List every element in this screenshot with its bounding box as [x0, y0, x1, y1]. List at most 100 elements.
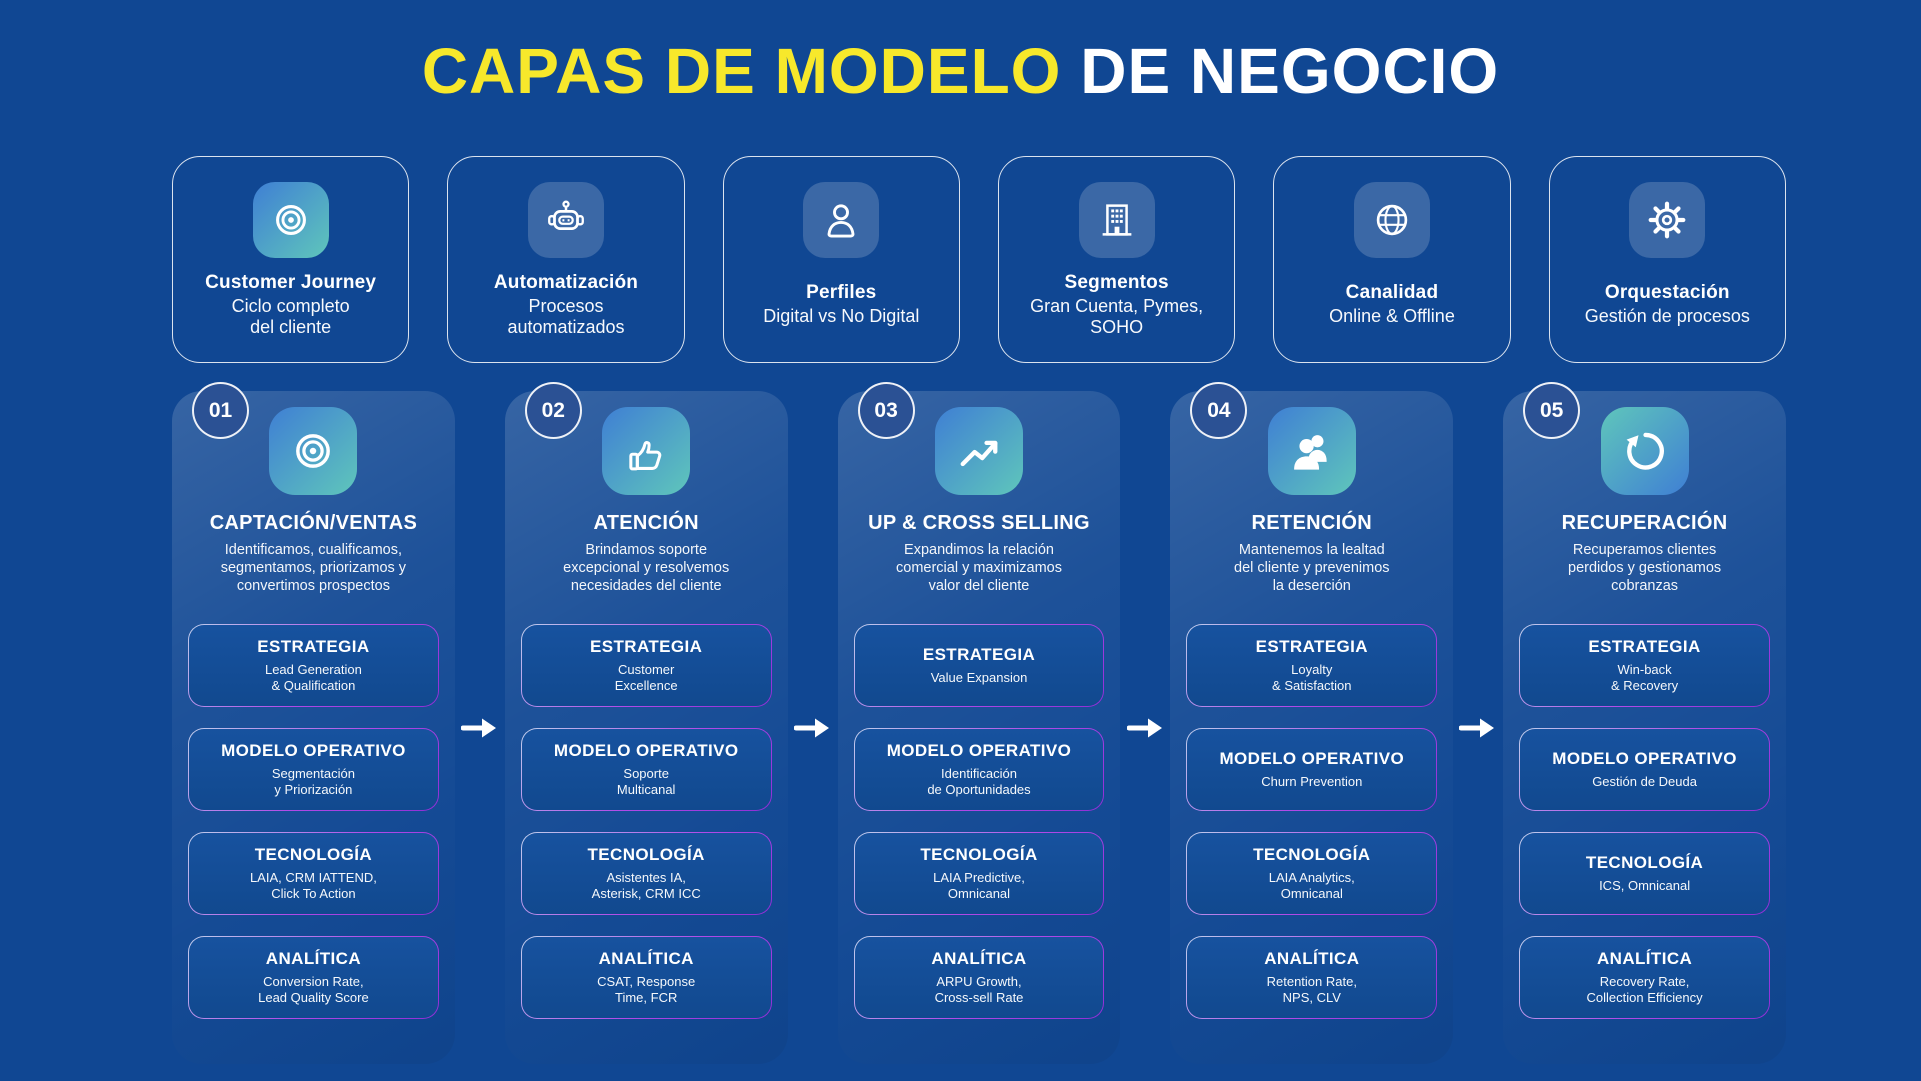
section-value: ARPU Growth, Cross-sell Rate	[934, 973, 1024, 1005]
section-value: Gestión de Deuda	[1592, 773, 1697, 789]
column-header: CAPTACIÓN/VENTAS Identificamos, cualific…	[188, 391, 439, 624]
column-title: CAPTACIÓN/VENTAS	[209, 512, 418, 534]
section-value: Soporte Multicanal	[616, 765, 676, 797]
column-captacion-ventas: 01 CAPTACIÓN/VENTAS Identificamos, cuali…	[172, 382, 455, 1064]
section-value: Value Expansion	[930, 669, 1028, 685]
column-title: RETENCIÓN	[1251, 512, 1373, 534]
section-label: TECNOLOGÍA	[1253, 844, 1371, 864]
card-text: Customer Journey Ciclo completo del clie…	[199, 258, 382, 362]
card-text: Canalidad Online & Offline	[1323, 258, 1461, 362]
section-label: ANALÍTICA	[265, 948, 361, 968]
top-card-segmentos: Segmentos Gran Cuenta, Pymes, SOHO	[997, 156, 1236, 363]
section-value: Win-back & Recovery	[1610, 661, 1679, 693]
card-title: Customer Journey	[205, 271, 377, 293]
top-cards-row: Customer Journey Ciclo completo del clie…	[172, 156, 1786, 363]
section-label: MODELO OPERATIVO	[886, 740, 1072, 760]
section-tecnologia: TECNOLOGÍA LAIA Analytics, Omnicanal	[1186, 832, 1437, 915]
column-title: ATENCIÓN	[593, 512, 699, 534]
section-modelo-operativo: MODELO OPERATIVO Churn Prevention	[1186, 728, 1437, 811]
section-label: MODELO OPERATIVO	[1219, 748, 1405, 768]
section-tecnologia: TECNOLOGÍA ICS, Omnicanal	[1519, 832, 1770, 915]
section-label: TECNOLOGÍA	[254, 844, 373, 864]
process-columns-row: 01 CAPTACIÓN/VENTAS Identificamos, cuali…	[172, 382, 1786, 1064]
page-title-rest: DE NEGOCIO	[1061, 35, 1500, 107]
section-label: ESTRATEGIA	[1255, 636, 1368, 656]
top-card-canalidad: Canalidad Online & Offline	[1273, 156, 1511, 363]
section-analitica: ANALÍTICA Recovery Rate, Collection Effi…	[1519, 936, 1770, 1019]
section-value: LAIA Predictive, Omnicanal	[933, 869, 1025, 901]
card-title: Automatización	[493, 271, 639, 293]
section-label: ANALÍTICA	[931, 948, 1027, 968]
section-label: ESTRATEGIA	[257, 636, 370, 656]
section-modelo-operativo: MODELO OPERATIVO Segmentación y Prioriza…	[188, 728, 439, 811]
section-estrategia: ESTRATEGIA Win-back & Recovery	[1519, 624, 1770, 707]
column-recuperacion: 05 RECUPERACIÓN Recuperamos clientes per…	[1503, 382, 1786, 1064]
column-title: RECUPERACIÓN	[1561, 512, 1728, 534]
section-tecnologia: TECNOLOGÍA Asistentes IA, Asterisk, CRM …	[521, 832, 772, 915]
card-text: Segmentos Gran Cuenta, Pymes, SOHO	[1024, 258, 1209, 362]
section-label: MODELO OPERATIVO	[553, 740, 739, 760]
target-icon	[252, 182, 329, 258]
section-label: MODELO OPERATIVO	[1552, 748, 1737, 768]
column-description: Identificamos, cualificamos, segmentamos…	[220, 542, 407, 594]
card-title: Segmentos	[1064, 271, 1169, 293]
column-sections: ESTRATEGIA Value Expansion MODELO OPERAT…	[854, 624, 1105, 1019]
section-modelo-operativo: MODELO OPERATIVO Soporte Multicanal	[521, 728, 772, 811]
section-analitica: ANALÍTICA Retention Rate, NPS, CLV	[1186, 936, 1437, 1019]
section-label: ANALÍTICA	[1264, 948, 1360, 968]
section-modelo-operativo: MODELO OPERATIVO Gestión de Deuda	[1519, 728, 1770, 811]
card-subtitle: Gestión de procesos	[1584, 306, 1750, 327]
card-text: Orquestación Gestión de procesos	[1579, 258, 1756, 362]
step-number-badge: 02	[524, 382, 582, 439]
step-number-badge: 01	[192, 382, 249, 439]
card-title: Canalidad	[1345, 282, 1439, 304]
section-label: ESTRATEGIA	[590, 636, 703, 656]
section-value: LAIA Analytics, Omnicanal	[1268, 869, 1355, 901]
step-number-badge: 03	[857, 382, 915, 439]
card-text: Automatización Procesos automatizados	[488, 258, 644, 362]
section-label: TECNOLOGÍA	[1585, 852, 1704, 872]
section-value: CSAT, Response Time, FCR	[597, 973, 696, 1005]
section-value: Asistentes IA, Asterisk, CRM ICC	[591, 869, 701, 901]
gear-icon	[1629, 182, 1706, 258]
section-value: Churn Prevention	[1261, 773, 1363, 789]
step-number-badge: 05	[1523, 382, 1581, 439]
section-analitica: ANALÍTICA Conversion Rate, Lead Quality …	[188, 936, 439, 1019]
top-card-perfiles: Perfiles Digital vs No Digital	[722, 156, 960, 363]
section-estrategia: ESTRATEGIA Customer Excellence	[521, 624, 772, 707]
column-sections: ESTRATEGIA Loyalty & Satisfaction MODELO…	[1186, 624, 1437, 1019]
section-value: Segmentación y Priorización	[271, 765, 355, 797]
section-modelo-operativo: MODELO OPERATIVO Identificación de Oport…	[854, 728, 1105, 811]
flow-arrow-icon	[1459, 715, 1495, 741]
section-value: Customer Excellence	[614, 661, 678, 693]
section-value: ICS, Omnicanal	[1599, 877, 1691, 893]
column-title: UP & CROSS SELLING	[868, 512, 1090, 534]
section-value: Recovery Rate, Collection Efficiency	[1586, 973, 1703, 1005]
flow-arrow-icon	[794, 715, 830, 741]
card-subtitle: Online & Offline	[1329, 306, 1455, 327]
robot-icon	[527, 182, 604, 258]
card-subtitle: Digital vs No Digital	[763, 306, 920, 327]
column-header: RETENCIÓN Mantenemos la lealtad del clie…	[1186, 391, 1437, 624]
target-icon	[269, 407, 358, 495]
globe-icon	[1353, 182, 1430, 258]
card-subtitle: Ciclo completo del cliente	[231, 295, 350, 337]
column-atencion: 02 ATENCIÓN Brindamos soporte excepciona…	[504, 382, 788, 1064]
building-icon	[1078, 182, 1155, 258]
section-estrategia: ESTRATEGIA Lead Generation & Qualificati…	[188, 624, 439, 707]
column-header: UP & CROSS SELLING Expandimos la relació…	[854, 391, 1105, 624]
section-analitica: ANALÍTICA CSAT, Response Time, FCR	[521, 936, 772, 1019]
column-retencion: 04 RETENCIÓN Mantenemos la lealtad del c…	[1170, 382, 1454, 1064]
step-number-badge: 04	[1190, 382, 1248, 439]
section-value: Retention Rate, NPS, CLV	[1266, 973, 1357, 1005]
trend-up-icon	[934, 407, 1023, 495]
column-description: Brindamos soporte excepcional y resolvem…	[563, 542, 730, 594]
refresh-icon	[1600, 407, 1689, 495]
card-subtitle: Gran Cuenta, Pymes, SOHO	[1030, 295, 1204, 337]
section-estrategia: ESTRATEGIA Value Expansion	[854, 624, 1105, 707]
column-header: RECUPERACIÓN Recuperamos clientes perdid…	[1519, 391, 1770, 624]
section-label: TECNOLOGÍA	[920, 844, 1038, 864]
page-title: CAPAS DE MODELO DE NEGOCIO	[0, 34, 1921, 108]
top-card-automatizacion: Automatización Procesos automatizados	[447, 156, 685, 363]
